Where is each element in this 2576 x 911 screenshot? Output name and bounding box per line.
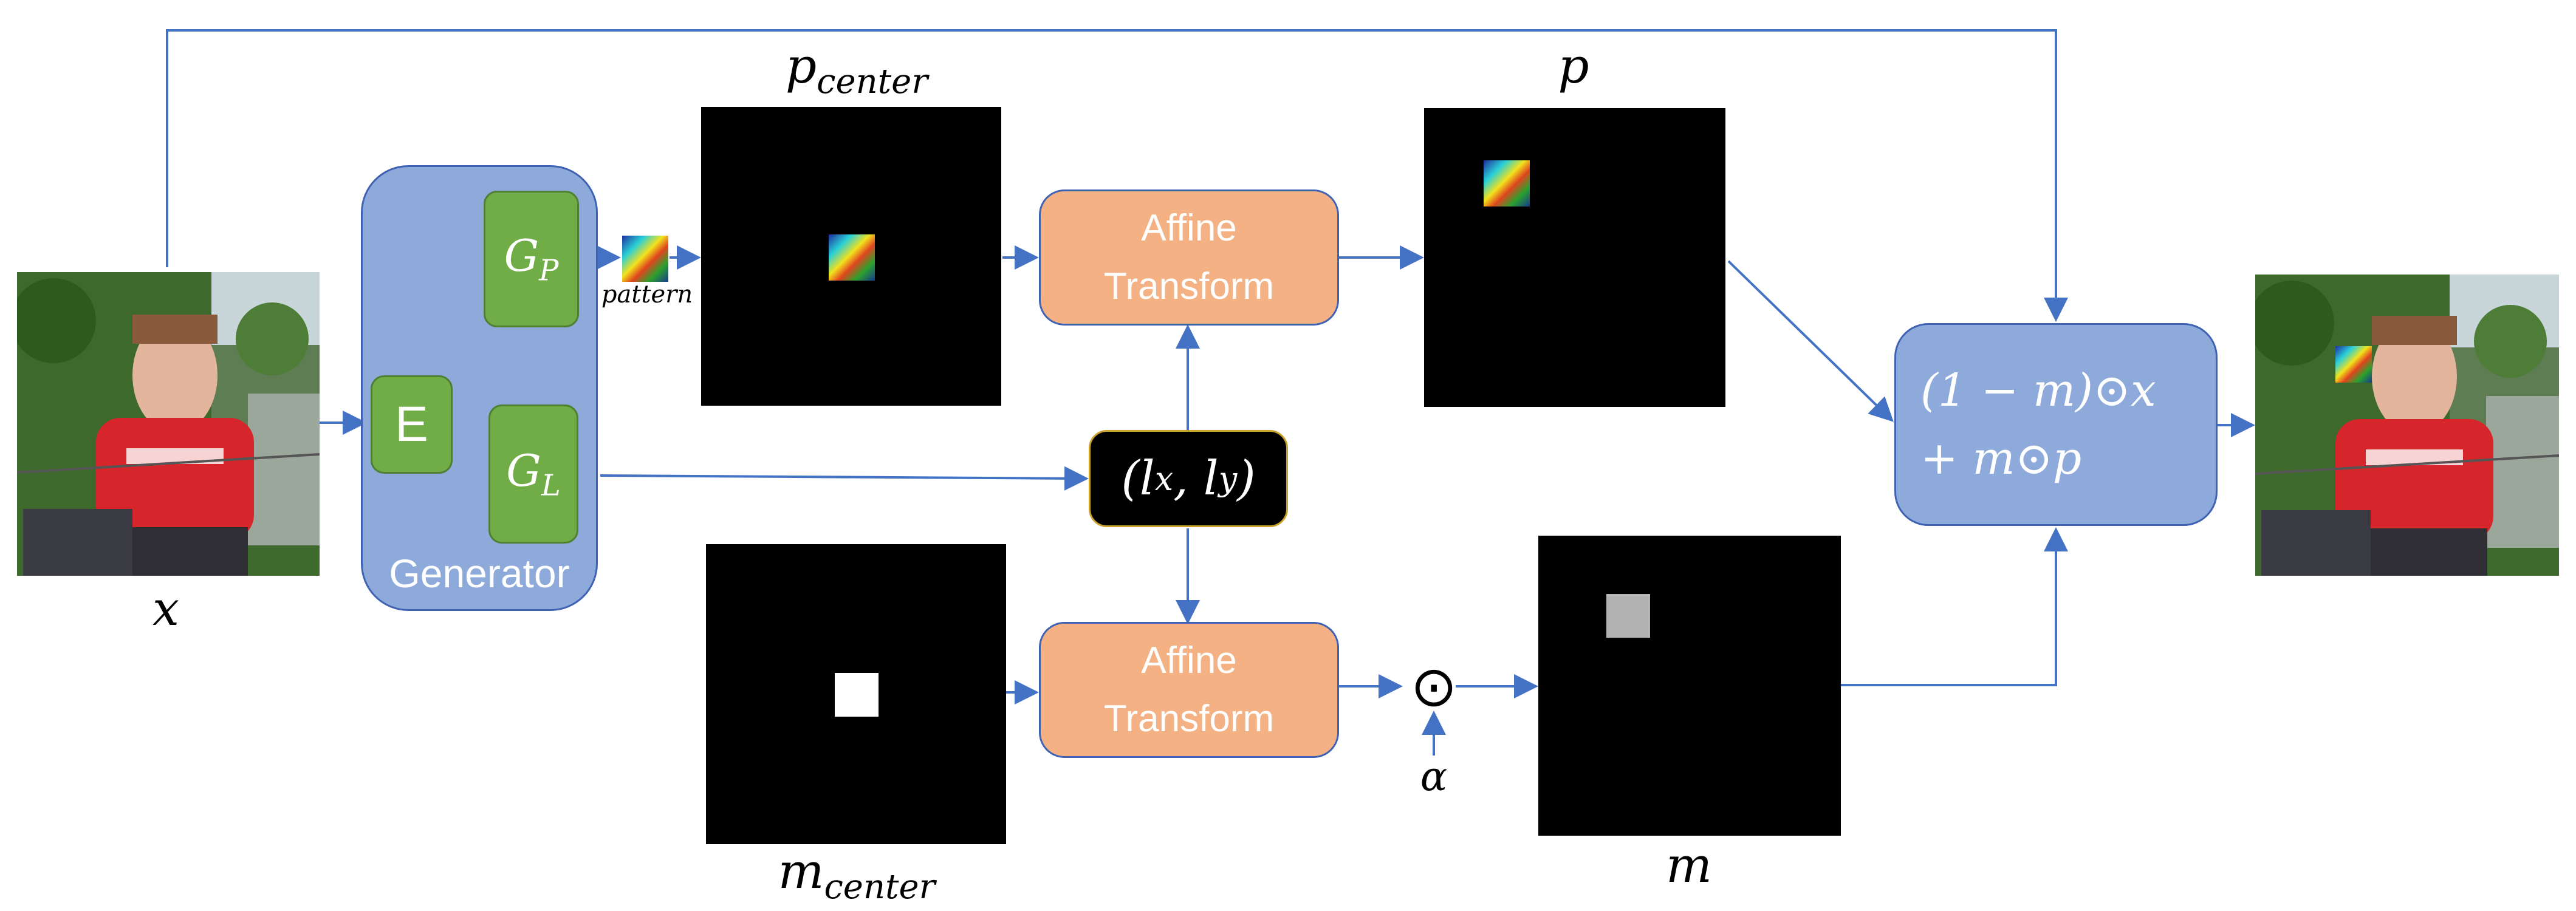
affine-bottom-line2: Transform — [1103, 698, 1275, 740]
loc-close: ) — [1237, 451, 1256, 506]
gp-subscript: P — [539, 253, 559, 288]
gl-subscript: L — [541, 468, 561, 503]
label-m-center: mcenter — [705, 843, 1009, 907]
odot-operator: ⊙ — [1410, 654, 1458, 719]
m-to-blend-arrow — [1841, 527, 2068, 686]
affine-top-line2: Transform — [1103, 265, 1275, 307]
blend-line2: + m⊙p — [1920, 432, 2082, 485]
label-x: x — [152, 582, 179, 636]
m-center-symbol: m — [778, 843, 824, 899]
loc-y-sub: y — [1218, 459, 1238, 498]
gl-box: GL — [488, 404, 578, 544]
label-p: p — [1558, 38, 1589, 94]
gp-label: GP — [504, 230, 559, 287]
p-canvas — [1424, 108, 1725, 407]
label-alpha: α — [1420, 753, 1448, 800]
blend-box: (1 − m)⊙x + m⊙p — [1894, 323, 2218, 526]
m-canvas — [1538, 536, 1841, 836]
m-center-canvas — [706, 544, 1006, 844]
m-square — [1606, 594, 1650, 638]
encoder-label: E — [395, 397, 428, 452]
loc-mid: , l — [1173, 451, 1219, 506]
label-pattern: pattern — [601, 281, 693, 309]
generator-label: Generator — [389, 551, 570, 596]
m-center-square — [835, 673, 879, 717]
label-m: m — [1666, 837, 1712, 893]
gp-symbol: G — [504, 230, 540, 282]
output-image — [2255, 275, 2559, 576]
affine-bottom-line1: Affine — [1141, 640, 1237, 681]
p-center-subscript: center — [817, 62, 928, 101]
gl-to-location-arrow — [600, 466, 1089, 491]
encoder-box: E — [371, 375, 453, 474]
blend-line1: (1 − m)⊙x — [1920, 364, 2156, 417]
p-center-symbol: p — [785, 38, 817, 94]
affine-transform-bottom: Affine Transform — [1039, 622, 1339, 758]
gp-box: GP — [484, 191, 579, 327]
affine-top-line1: Affine — [1141, 207, 1237, 249]
pattern-thumbnail — [622, 236, 668, 282]
gl-symbol: G — [506, 445, 541, 497]
p-pattern — [1484, 160, 1530, 206]
m-center-subscript: center — [824, 867, 936, 907]
gl-label: GL — [506, 445, 560, 502]
loc-x-sub: x — [1154, 459, 1174, 498]
skip-connection-arrow — [166, 29, 2068, 322]
p-to-blend-arrow — [1727, 260, 1894, 422]
input-image — [17, 272, 320, 576]
p-center-canvas — [701, 107, 1001, 406]
label-p-center: pcenter — [705, 38, 1009, 101]
loc-open: (l — [1121, 451, 1155, 506]
affine-transform-top: Affine Transform — [1039, 189, 1339, 326]
output-pattern-patch — [2335, 346, 2372, 383]
p-center-pattern — [829, 234, 875, 281]
